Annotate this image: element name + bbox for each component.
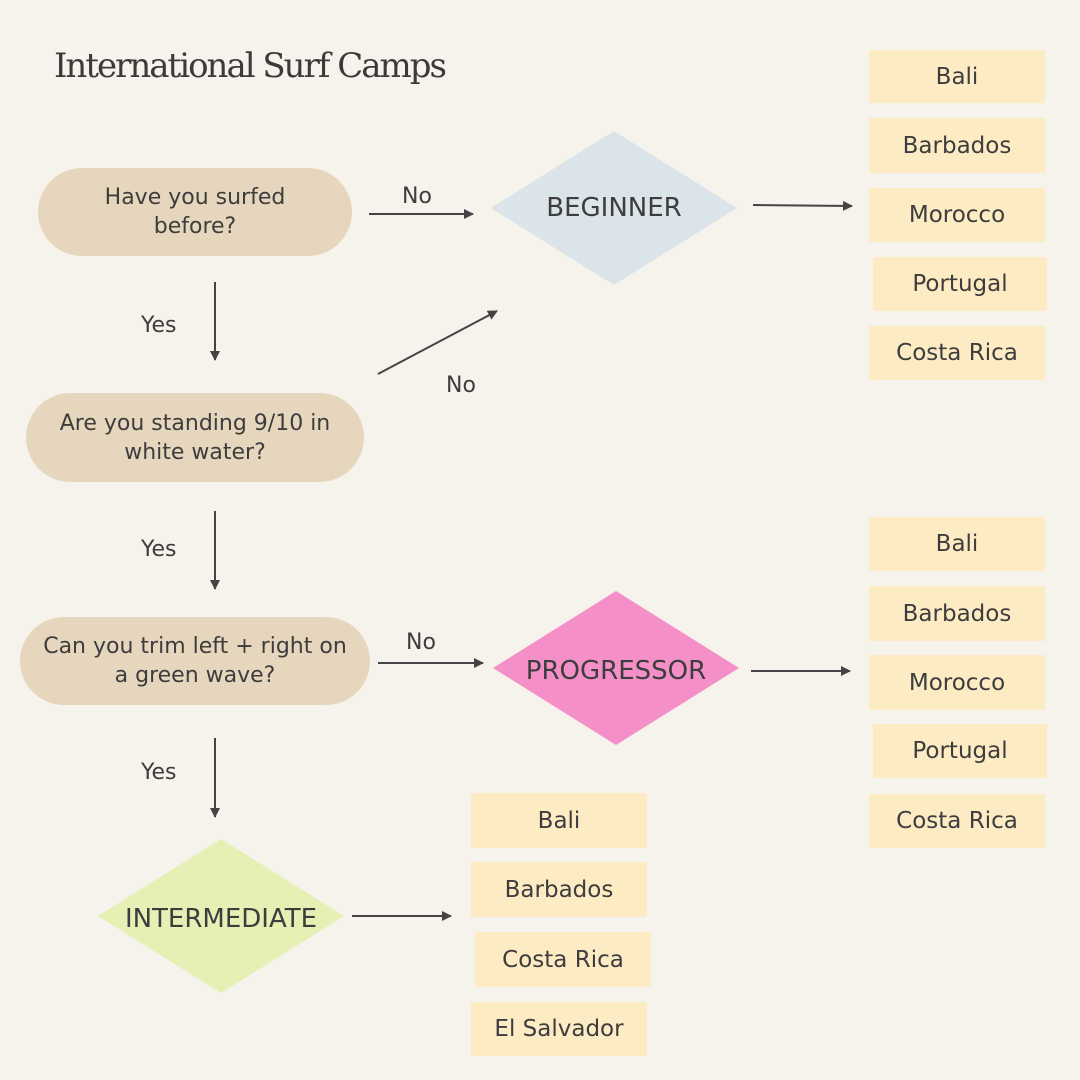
beginner-destination: Morocco xyxy=(869,188,1045,242)
intermediate-diamond xyxy=(98,839,344,993)
edge-label-q2-no: No xyxy=(446,373,476,398)
edge-label-q3-yes: Yes xyxy=(141,760,177,785)
question-surfed-before: Have you surfed before? xyxy=(38,168,352,256)
progressor-destination: Costa Rica xyxy=(869,794,1045,848)
page-title: International Surf Camps xyxy=(54,46,447,86)
progressor-destination: Barbados xyxy=(869,586,1045,641)
intermediate-destination: El Salvador xyxy=(471,1002,647,1056)
arrow-beginner-list xyxy=(752,200,853,211)
intermediate-destination: Bali xyxy=(471,793,647,848)
arrow-q2-no xyxy=(377,310,498,375)
edge-label-q1-yes: Yes xyxy=(141,313,177,338)
intermediate-destination: Barbados xyxy=(471,862,647,917)
progressor-destination: Morocco xyxy=(869,655,1045,710)
edge-label-q3-no: No xyxy=(406,630,436,655)
beginner-label: BEGINNER xyxy=(546,193,682,223)
progressor-label: PROGRESSOR xyxy=(525,656,707,686)
progressor-destination: Portugal xyxy=(873,724,1047,778)
intermediate-destination: Costa Rica xyxy=(475,932,651,987)
beginner-destination: Portugal xyxy=(873,257,1047,311)
edge-label-q2-yes: Yes xyxy=(141,537,177,562)
progressor-diamond xyxy=(493,591,739,745)
beginner-destination: Bali xyxy=(869,50,1045,103)
question-trim-green-wave: Can you trim left + right on a green wav… xyxy=(20,617,370,705)
intermediate-label: INTERMEDIATE xyxy=(124,904,318,934)
beginner-destination: Costa Rica xyxy=(869,326,1045,380)
edge-label-q1-no: No xyxy=(402,184,432,209)
beginner-diamond xyxy=(491,131,737,285)
question-standing-white-water: Are you standing 9/10 in white water? xyxy=(26,393,364,482)
beginner-destination: Barbados xyxy=(869,118,1045,173)
progressor-destination: Bali xyxy=(869,517,1045,571)
